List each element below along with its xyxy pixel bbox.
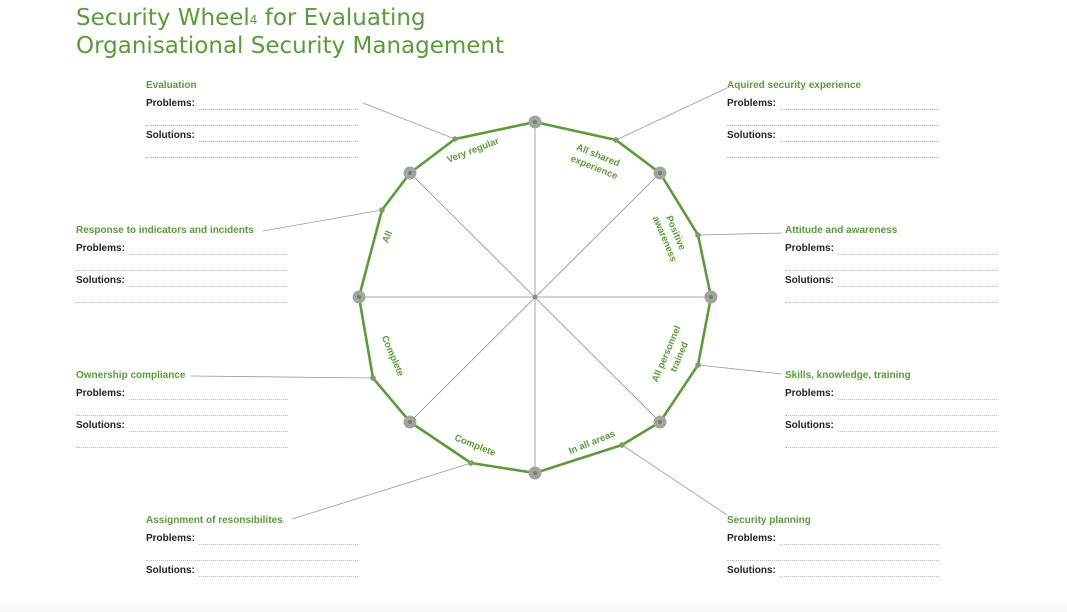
category-title: Response to indicators and incidents xyxy=(76,225,254,236)
category-block-skills-knowledge-training: Skills, knowledge, training Problems: So… xyxy=(785,368,997,448)
category-block-ownership-compliance: Ownership compliance Problems: Solutions… xyxy=(76,368,288,448)
category-block-assignment-of-responsibilities: Assignment of resonsibilites Problems: S… xyxy=(146,513,358,577)
category-block-aquired-security-experience: Aquired security experience Problems: So… xyxy=(727,78,939,158)
category-title: Aquired security experience xyxy=(727,80,861,91)
problems-field[interactable] xyxy=(779,99,939,110)
leader-planning xyxy=(621,444,728,516)
leader-assignment xyxy=(291,462,472,520)
problems-field-extra[interactable] xyxy=(76,255,288,271)
category-title: Skills, knowledge, training xyxy=(785,370,911,381)
problems-field[interactable] xyxy=(837,389,997,400)
solutions-field[interactable] xyxy=(198,131,358,142)
leader-lines xyxy=(190,87,783,520)
category-block-attitude-and-awareness: Attitude and awareness Problems: Solutio… xyxy=(785,223,997,303)
wheel-small-nodes xyxy=(370,136,701,466)
solutions-label: Solutions: xyxy=(76,420,125,431)
solutions-field-extra[interactable] xyxy=(76,432,288,448)
small-node-ownership xyxy=(370,375,376,381)
solutions-field[interactable] xyxy=(198,566,358,577)
wheel-center-node xyxy=(532,294,538,300)
small-node-assignment xyxy=(468,460,474,466)
solutions-field[interactable] xyxy=(837,421,997,432)
small-node-planning xyxy=(619,442,625,448)
small-node-response xyxy=(379,207,385,213)
solutions-label: Solutions: xyxy=(76,275,125,286)
solutions-label: Solutions: xyxy=(146,565,195,576)
leader-aquired-experience xyxy=(615,87,728,141)
category-title: Evaluation xyxy=(146,80,197,91)
problems-label: Problems: xyxy=(785,243,834,254)
solutions-field-extra[interactable] xyxy=(146,142,358,158)
wheel-label-complete-left: Complete xyxy=(379,334,406,378)
leader-ownership xyxy=(190,375,374,379)
problems-field[interactable] xyxy=(128,389,288,400)
solutions-field[interactable] xyxy=(779,131,939,142)
leader-skills xyxy=(697,364,783,375)
problems-label: Problems: xyxy=(727,533,776,544)
wheel-main-node-cores xyxy=(357,120,713,475)
problems-field[interactable] xyxy=(128,244,288,255)
solutions-field[interactable] xyxy=(837,276,997,287)
solutions-field[interactable] xyxy=(128,276,288,287)
leader-response xyxy=(262,209,383,232)
problems-label: Problems: xyxy=(76,243,125,254)
problems-label: Problems: xyxy=(146,533,195,544)
category-block-evaluation: Evaluation Problems: Solutions: xyxy=(146,78,358,158)
solutions-label: Solutions: xyxy=(785,275,834,286)
solutions-label: Solutions: xyxy=(727,565,776,576)
small-node-skills xyxy=(695,362,701,368)
category-block-security-planning: Security planning Problems: Solutions: xyxy=(727,513,939,577)
solutions-label: Solutions: xyxy=(146,130,195,141)
category-title: Attitude and awareness xyxy=(785,225,898,236)
category-title: Security planning xyxy=(727,515,811,526)
category-title: Ownership compliance xyxy=(76,370,186,381)
leader-attitude xyxy=(697,232,783,236)
category-title: Assignment of resonsibilites xyxy=(146,515,283,526)
leader-evaluation xyxy=(362,102,456,140)
small-node-experience xyxy=(613,137,619,143)
page-title: Security Wheel4 for Evaluating Organisat… xyxy=(76,5,505,59)
solutions-label: Solutions: xyxy=(785,420,834,431)
solutions-label: Solutions: xyxy=(727,130,776,141)
problems-field-extra[interactable] xyxy=(727,110,939,126)
problems-field-extra[interactable] xyxy=(785,400,997,416)
problems-field-extra[interactable] xyxy=(727,545,939,561)
problems-label: Problems: xyxy=(146,98,195,109)
category-block-response-to-indicators: Response to indicators and incidents Pro… xyxy=(76,223,288,303)
solutions-field-extra[interactable] xyxy=(727,142,939,158)
problems-field-extra[interactable] xyxy=(146,545,358,561)
solutions-field-extra[interactable] xyxy=(785,287,997,303)
problems-field-extra[interactable] xyxy=(76,400,288,416)
wheel-label-all: All xyxy=(380,229,395,244)
problems-label: Problems: xyxy=(727,98,776,109)
small-node-evaluation xyxy=(452,136,458,142)
problems-field-extra[interactable] xyxy=(785,255,997,271)
problems-field[interactable] xyxy=(198,99,358,110)
wheel-label-in-all-areas: In all areas xyxy=(567,428,617,457)
small-node-attitude xyxy=(695,232,701,238)
problems-label: Problems: xyxy=(76,388,125,399)
problems-field[interactable] xyxy=(779,534,939,545)
page-bottom-shadow xyxy=(0,602,1067,612)
problems-label: Problems: xyxy=(785,388,834,399)
solutions-field[interactable] xyxy=(779,566,939,577)
solutions-field[interactable] xyxy=(128,421,288,432)
solutions-field-extra[interactable] xyxy=(785,432,997,448)
solutions-field-extra[interactable] xyxy=(76,287,288,303)
problems-field[interactable] xyxy=(198,534,358,545)
problems-field-extra[interactable] xyxy=(146,110,358,126)
problems-field[interactable] xyxy=(837,244,997,255)
